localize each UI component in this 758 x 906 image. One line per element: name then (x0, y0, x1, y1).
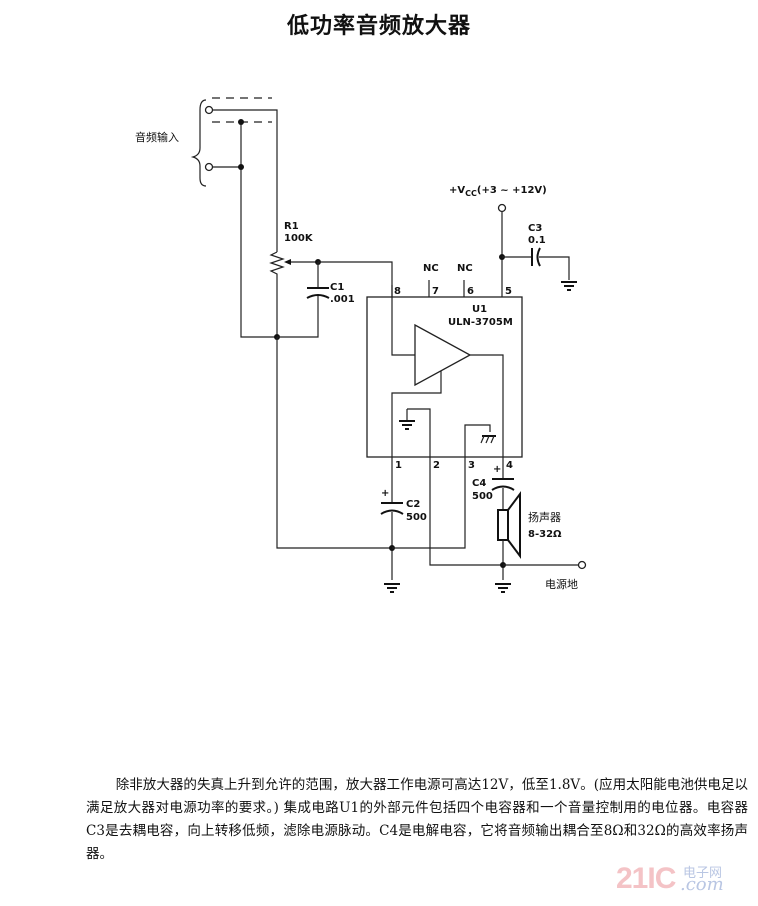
wire-pin3 (392, 457, 466, 549)
c2-plus-sign: + (381, 488, 389, 499)
wire-ground-left (240, 122, 277, 338)
c3-name: C3 (528, 223, 542, 234)
c4-name: C4 (472, 478, 486, 489)
u1-part: ULN-3705M (448, 317, 513, 328)
input-terminal-bottom (204, 162, 214, 172)
c2-value: 500 (406, 512, 427, 523)
internal-wire-pin3 (464, 424, 491, 457)
ground-icon-c2 (384, 583, 400, 593)
pin-3-label: 3 (468, 460, 475, 471)
ground-icon-c3 (561, 281, 577, 291)
wire-c3 (502, 256, 570, 280)
c1-name: C1 (330, 282, 344, 293)
speaker-cone-icon (507, 491, 521, 559)
pin-4-label: 4 (506, 460, 513, 471)
c1-value: .001 (330, 294, 355, 305)
pin-8-label: 8 (394, 286, 401, 297)
schematic-part: +V (449, 185, 465, 196)
pin4-plus-sign: + (493, 464, 501, 475)
c2-name: C2 (406, 499, 420, 510)
schematic-part (480, 435, 485, 444)
watermark-cn: 电子网 (683, 866, 723, 881)
pin-5-label: 5 (505, 286, 512, 297)
input-brace (190, 99, 207, 187)
vcc-terminal (497, 203, 507, 213)
u1-name: U1 (472, 304, 487, 315)
input-terminal-top (204, 105, 214, 115)
pin-6-label: 6 (467, 286, 474, 297)
power-ground-label: 电源地 (545, 577, 578, 591)
circuit-schematic: 音频输入 R1 100K C1 .001 U1 ULN-3705M 8 7 NC… (135, 97, 587, 593)
watermark-brand: 21IC (616, 862, 676, 895)
pin-2-label: 2 (433, 460, 440, 471)
c4-value: 500 (472, 491, 493, 502)
internal-wire-input (391, 297, 415, 356)
c2-plate-bottom (380, 509, 404, 515)
c4-plate-bottom (491, 485, 515, 491)
r1-name: R1 (284, 221, 299, 232)
amplifier-triangle (414, 323, 472, 387)
c3-plate-right (536, 247, 541, 267)
wire-ground-bottom (276, 337, 392, 549)
schematic-part (490, 435, 495, 444)
c1-plate-bottom (306, 294, 330, 299)
schematic-part: CC (465, 189, 477, 198)
schematic-part (485, 435, 490, 444)
internal-wire-output (470, 354, 504, 457)
pin-1-label: 1 (395, 460, 402, 471)
junction-dot (238, 119, 244, 125)
speaker-value: 8-32Ω (528, 529, 562, 540)
chassis-ground-icon (480, 435, 496, 444)
schematic-part: (+3 ~ +12V) (477, 185, 547, 196)
r1-potentiometer-resistor (269, 251, 285, 337)
description-paragraph: 除非放大器的失真上升到允许的范围，放大器工作电源可高达12V，低至1.8V。(应… (86, 777, 748, 862)
c1-wires (277, 262, 319, 338)
wire-pin2-ground (429, 457, 503, 566)
r1-wiper-arrow (284, 259, 291, 265)
internal-ground-icon (399, 420, 415, 430)
internal-wire-pin2 (407, 408, 431, 457)
vcc-label: +VCC(+3 ~ +12V) (449, 185, 547, 198)
internal-wire-pin1 (391, 371, 442, 457)
pin-7-label: 7 (432, 286, 439, 297)
watermark-domain: .com (680, 874, 724, 895)
c3-value: 0.1 (528, 235, 546, 246)
u1-ic-body (366, 296, 523, 458)
page-title: 低功率音频放大器 (286, 14, 471, 39)
r1-value: 100K (284, 233, 314, 244)
nc-label-pin7: NC (423, 263, 439, 274)
speaker-coil (497, 509, 509, 541)
junction-dot (238, 164, 244, 170)
nc-label-pin6: NC (457, 263, 473, 274)
audio-input-label: 音频输入 (135, 130, 179, 144)
speaker-label: 扬声器 (528, 510, 561, 524)
wire-input-signal (213, 109, 278, 252)
ground-icon-speaker (495, 583, 511, 593)
power-ground-terminal (577, 560, 587, 570)
